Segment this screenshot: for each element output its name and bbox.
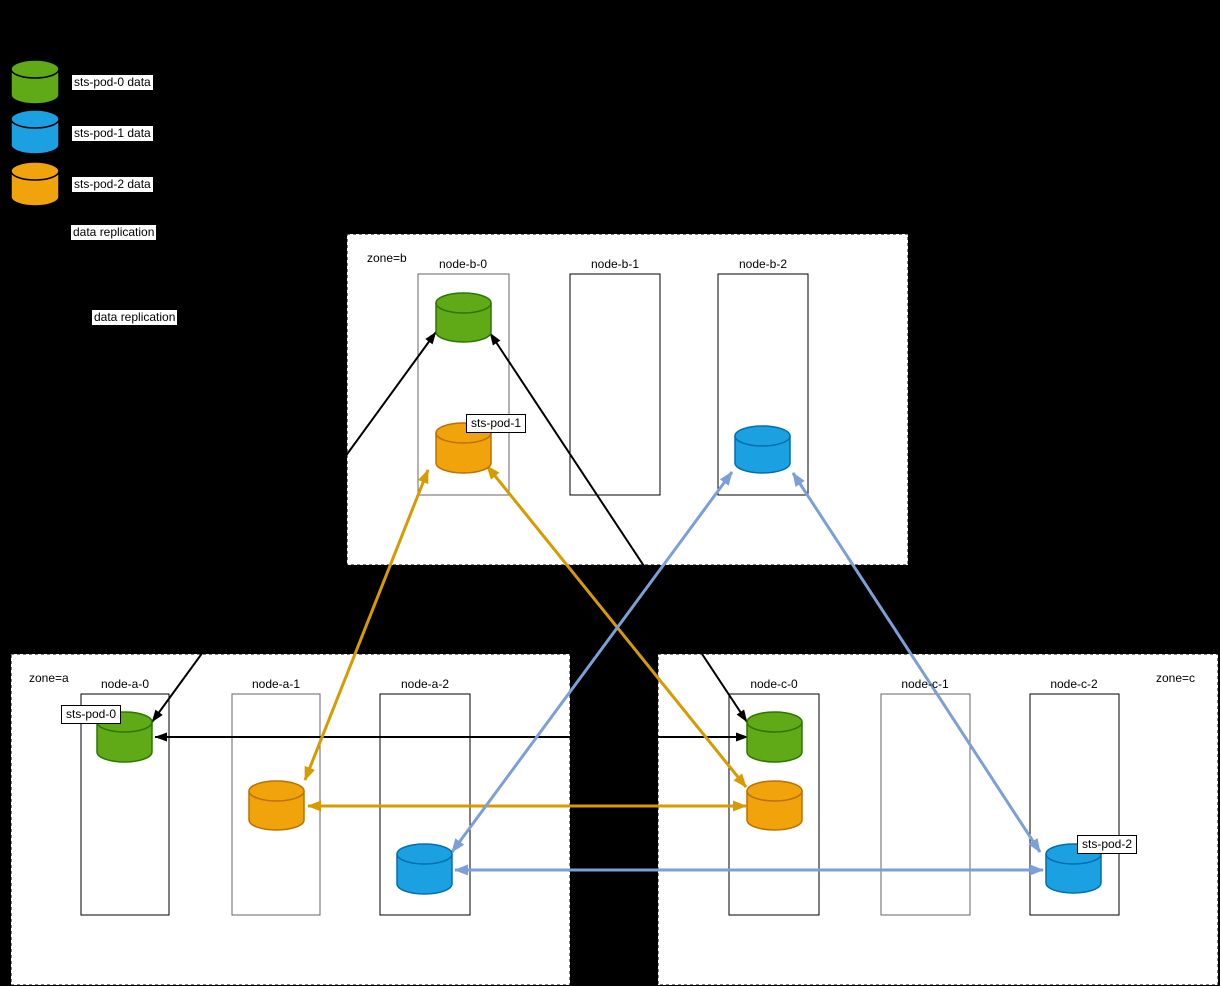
legend-orange-cylinder-icon [10, 161, 60, 207]
node-b-2-label: node-b-2 [738, 257, 788, 271]
zone-a-label: zone=a [29, 671, 69, 685]
replication-arrows-sts-pod-1-data [450, 471, 1044, 876]
arrow-blue-b2-a2 [450, 471, 734, 853]
zone-c-label: zone=c [1156, 671, 1196, 685]
arrow-blue-b2-c2 [791, 472, 1042, 853]
cylinder-blue-node-a-2 [396, 843, 453, 895]
cylinder-blue-node-c-2 [1045, 843, 1102, 894]
cylinder-orange-node-c-0 [746, 780, 803, 831]
cylinder-blue-node-b-2 [734, 425, 791, 474]
legend-label-sts-pod-1-data: sts-pod-1 data [72, 126, 153, 141]
pod-label-sts-pod-0: sts-pod-0 [61, 705, 122, 724]
cylinder-orange-node-b-0 [435, 422, 492, 474]
zone-b-label: zone=b [367, 251, 407, 265]
arrow-orange-b0-a1 [303, 469, 430, 781]
legend-green-cylinder-icon [10, 59, 60, 105]
cylinder-orange-node-a-1 [248, 780, 305, 831]
node-c-2-label: node-c-2 [1050, 677, 1098, 691]
arrow-green-b0-a0 [151, 331, 437, 723]
cylinder-green-node-c-0 [746, 711, 803, 763]
node-c-0-label: node-c-0 [750, 677, 798, 691]
node-b-0-label: node-b-0 [438, 257, 488, 271]
legend-label-data-replication-2: data replication [92, 310, 178, 325]
node-a-2-label: node-a-2 [400, 677, 450, 691]
legend-label-data-replication-1: data replication [71, 225, 157, 240]
node-a-1-label: node-a-1 [251, 677, 301, 691]
node-b-1-label: node-b-1 [590, 257, 640, 271]
node-a-0-label: node-a-0 [100, 677, 150, 691]
node-c-1-box [880, 693, 971, 916]
pod-label-sts-pod-1: sts-pod-1 [466, 414, 527, 433]
node-b-1-box [569, 273, 661, 496]
cylinder-green-node-b-0 [435, 292, 492, 343]
legend-label-sts-pod-2-data: sts-pod-2 data [72, 177, 153, 192]
pod-label-sts-pod-2: sts-pod-2 [1077, 835, 1138, 854]
legend-blue-cylinder-icon [10, 109, 60, 155]
legend-label-sts-pod-0-data: sts-pod-0 data [72, 75, 153, 90]
node-c-1-label: node-c-1 [901, 677, 949, 691]
